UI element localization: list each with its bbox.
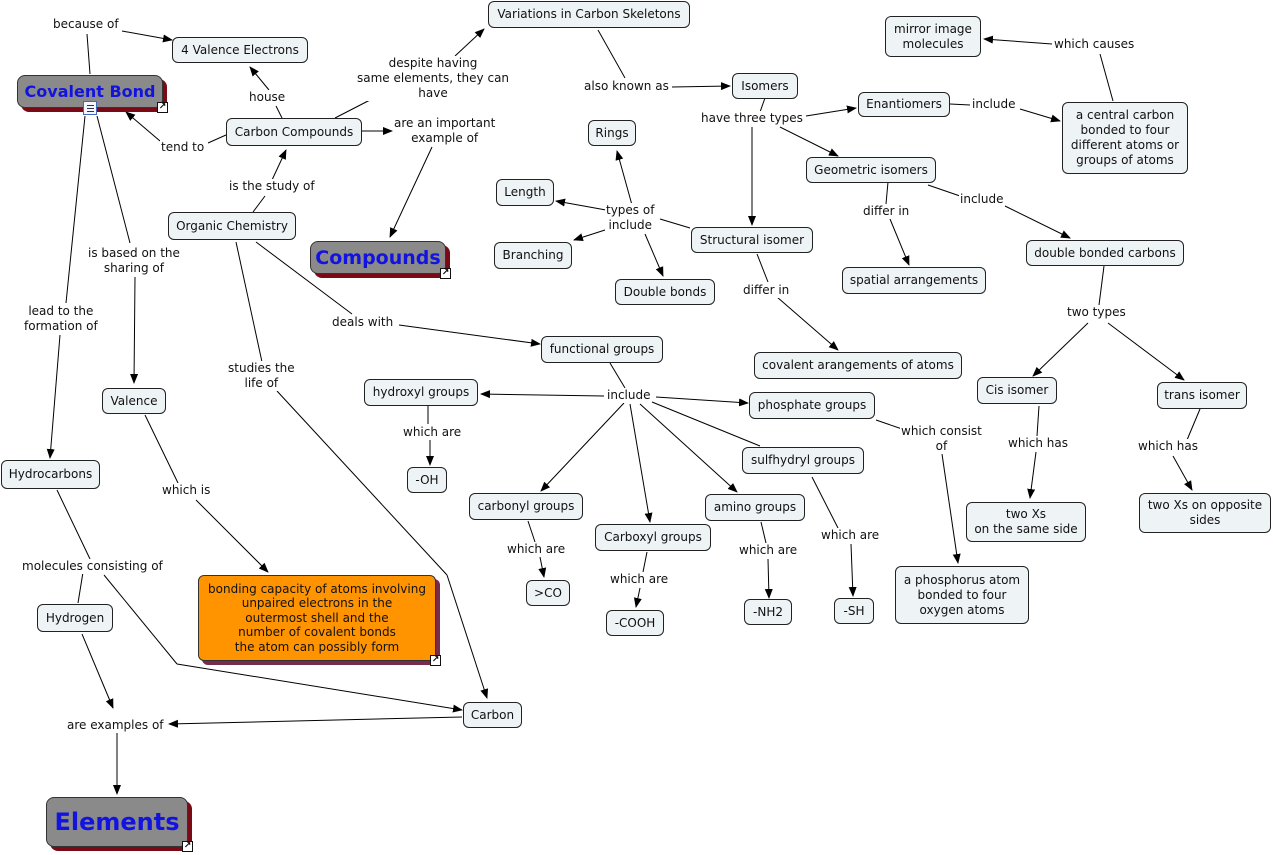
concept-cis-isomer[interactable]: Cis isomer [977,377,1057,404]
concept-carboxyl-groups[interactable]: Carboxyl groups [595,524,711,551]
link-label-differ-in: differ in [862,204,911,219]
concept-double-bonds[interactable]: Double bonds [615,279,715,305]
concept-mirror-image-molecules[interactable]: mirror image molecules [885,16,981,57]
link-label-include: include [971,97,1017,112]
concept-covalent-arrangements[interactable]: covalent arangements of atoms [754,352,962,379]
concept-4-valence-electrons[interactable]: 4 Valence Electrons [172,37,308,63]
link-label-which-has: which has [1137,439,1199,454]
concept-geometric-isomers[interactable]: Geometric isomers [806,157,936,183]
concept-amino-groups[interactable]: amino groups [705,494,805,521]
link-label-because-of: because of [52,17,120,32]
link-label-have-three-types: have three types [700,111,804,126]
concept-trans-isomer[interactable]: trans isomer [1157,382,1247,409]
concept-carbonyl-groups[interactable]: carbonyl groups [469,493,583,520]
link-label-also-known-as: also known as [583,79,670,94]
concept-central-carbon[interactable]: a central carbon bonded to four differen… [1062,102,1188,174]
concept-carbon[interactable]: Carbon [463,702,522,728]
link-arrow-icon[interactable]: ↗ [440,268,451,279]
link-label-which-are: which are [820,528,881,543]
concept-functional-groups[interactable]: functional groups [541,336,663,363]
link-arrow-icon[interactable]: ↗ [182,841,193,852]
concept-valence[interactable]: Valence [102,388,166,414]
link-label-lead-to-the-formation-of: lead to the formation of [23,304,99,334]
link-label-is-based-on-the-sharing-of: is based on the sharing of [87,246,181,276]
link-label-important-example: are an important example of [393,116,497,146]
concept-cooh[interactable]: -COOH [606,610,664,636]
link-label-which-causes: which causes [1053,37,1136,52]
concept-sulfhydryl-groups[interactable]: sulfhydryl groups [742,447,864,474]
link-label-types-of-include: types of include [605,203,656,233]
concept-covalent-bond[interactable]: Covalent Bond [17,75,163,108]
concept-length[interactable]: Length [496,179,554,206]
link-label-studies-the-life-of: studies the life of [227,361,296,391]
concept-two-xs-same-side[interactable]: two Xs on the same side [966,502,1086,542]
link-label-which-is: which is [161,483,212,498]
link-label-tend-to: tend to [160,140,206,155]
link-label-which-has: which has [1007,436,1069,451]
concept-phosphate-groups[interactable]: phosphate groups [749,392,875,419]
concept-variations-in-carbon-skeletons[interactable]: Variations in Carbon Skeletons [488,1,690,28]
concept-oh[interactable]: -OH [407,467,447,493]
link-label-which-are: which are [738,543,799,558]
concept-nh2[interactable]: -NH2 [744,599,792,625]
concept-hydroxyl-groups[interactable]: hydroxyl groups [364,379,478,406]
concept-isomers[interactable]: Isomers [732,73,798,99]
concept-co[interactable]: >CO [526,580,570,606]
link-label-which-consist-of: which consist of [900,424,983,454]
concept-organic-chemistry[interactable]: Organic Chemistry [168,212,296,240]
concept-branching[interactable]: Branching [494,242,572,269]
concept-phosphorus-atom[interactable]: a phosphorus atom bonded to four oxygen … [895,566,1029,624]
concept-elements[interactable]: Elements [46,797,188,847]
link-label-include: include [606,388,652,403]
link-arrow-icon[interactable]: ↗ [430,655,441,666]
link-label-despite: despite having same elements, they can h… [356,56,511,101]
concept-rings[interactable]: Rings [588,120,636,146]
concept-enantiomers[interactable]: Enantiomers [858,92,950,117]
concept-double-bonded-carbons[interactable]: double bonded carbons [1026,240,1184,266]
concept-sh[interactable]: -SH [834,598,874,624]
link-label-which-are: which are [506,542,567,557]
link-label-two-types: two types [1066,305,1127,320]
concept-structural-isomer[interactable]: Structural isomer [691,227,813,253]
link-label-which-are: which are [402,425,463,440]
concept-bonding-capacity[interactable]: bonding capacity of atoms involving unpa… [198,575,436,661]
link-label-include: include [959,192,1005,207]
concept-hydrogen[interactable]: Hydrogen [37,604,113,632]
link-label-molecules-consisting-of: molecules consisting of [21,559,164,574]
link-label-which-are: which are [609,572,670,587]
link-arrow-icon[interactable]: ↗ [157,102,168,113]
concept-carbon-compounds[interactable]: Carbon Compounds [226,118,362,146]
link-label-house: house [248,90,287,105]
link-label-differ-in: differ in [742,283,791,298]
link-label-is-the-study-of: is the study of [228,179,316,194]
document-icon[interactable] [83,101,97,115]
concept-hydrocarbons[interactable]: Hydrocarbons [1,460,100,489]
link-label-deals-with: deals with [331,315,395,330]
link-label-are-examples-of: are examples of [66,718,165,733]
concept-spatial-arrangements[interactable]: spatial arrangements [842,267,986,294]
concept-compounds[interactable]: Compounds [310,241,446,274]
concept-two-xs-opposite-sides[interactable]: two Xs on opposite sides [1139,493,1271,533]
